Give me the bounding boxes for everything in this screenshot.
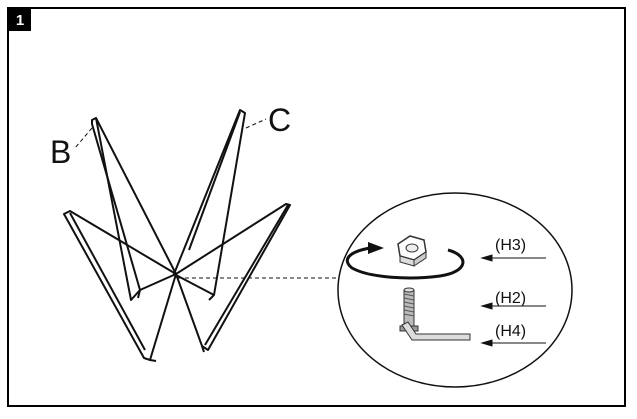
- hardware-label-h2: (H2): [495, 290, 526, 307]
- hex-nut-icon: [397, 235, 427, 267]
- leg-b: [91, 117, 177, 291]
- part-label-c: C: [268, 102, 291, 138]
- rotation-arrow-icon: [346, 242, 465, 280]
- hardware-label-h3: (H3): [495, 237, 526, 254]
- leg-left: [63, 210, 177, 361]
- stand-frame: [63, 109, 291, 362]
- detail-callout: [337, 192, 573, 388]
- step-number-badge: 1: [9, 9, 31, 31]
- part-label-b: B: [50, 134, 71, 170]
- label-leaders: [74, 118, 344, 279]
- leg-c: [173, 109, 246, 296]
- hardware-label-h4: (H4): [495, 323, 526, 340]
- allen-key-icon: [401, 321, 471, 341]
- leg-right: [175, 203, 291, 351]
- hardware-pointers: [480, 254, 546, 347]
